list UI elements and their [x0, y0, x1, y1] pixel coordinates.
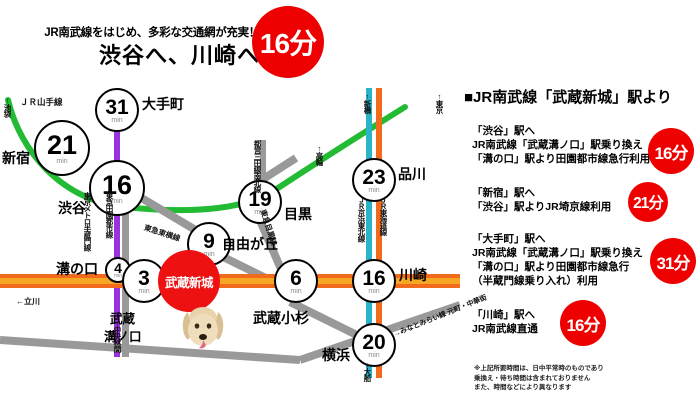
station-label-yokohama: 横浜 — [322, 347, 350, 363]
route-line: 「溝の口」駅より田園都市線急行利用 — [472, 153, 651, 165]
station-kawasaki[interactable]: 16 min — [352, 259, 396, 303]
route-line: 「川崎」駅へ — [472, 309, 535, 321]
direction-label-chuorinkan: ↓中央林間 — [113, 318, 122, 352]
header-time-badge: 16分 — [252, 6, 324, 78]
route-line: 「溝の口」駅より田園都市線急行 — [472, 261, 630, 273]
dog-photo — [182, 307, 224, 349]
station-label-shinjuku: 新宿 — [2, 150, 30, 166]
station-yokohama[interactable]: 20 min — [352, 323, 396, 367]
station-shinagawa[interactable]: 23 min — [352, 158, 396, 202]
keihin-tohoku-line — [366, 88, 372, 378]
home-station-marker: 武蔵新城 — [158, 250, 220, 312]
header-tagline: JR南武線をはじめ、多彩な交通網が充実！ — [44, 27, 260, 39]
station-minutes: 20 — [362, 330, 386, 354]
panel-title: ■JR南武線「武蔵新城」駅より — [464, 89, 672, 106]
station-minutes: 19 — [248, 187, 272, 211]
route-shibuya: 「渋谷」駅へ JR南武線「武蔵溝ノ口」駅乗り換え 「溝の口」駅より田園都市線急行… — [472, 124, 650, 166]
station-unit: min — [368, 186, 380, 194]
route-badge-kawasaki: 16分 — [560, 300, 606, 346]
station-label-meguro: 目黒 — [284, 206, 312, 222]
direction-label-ikebukuro: ↑池袋 — [3, 96, 12, 117]
direction-label-takanawa: ↑高輪 — [315, 144, 324, 165]
route-line: （半蔵門線乗り入れ）利用 — [472, 275, 598, 287]
station-label-otemachi: 大手町 — [142, 96, 184, 112]
station-unit: min — [290, 287, 302, 295]
station-unit: min — [113, 273, 123, 279]
station-musashikosugi[interactable]: 6 min — [274, 259, 318, 303]
station-unit: min — [368, 351, 380, 359]
station-minutes: 23 — [362, 165, 386, 189]
route-badge-shibuya: 16分 — [648, 128, 694, 174]
nambu-line-edge-top — [0, 274, 460, 278]
line-label-mita-namboku: 都営三田線南北線 — [253, 140, 262, 192]
station-minutes: 16 — [101, 169, 133, 200]
route-kawasaki: 「川崎」駅へ JR南武線直通 — [472, 308, 538, 336]
station-minutes: 21 — [46, 129, 78, 160]
station-label-mizonokuchi: 溝の口 — [56, 261, 98, 277]
line-label-denentoshi: 東急田園都市線 — [105, 192, 114, 238]
station-unit: min — [111, 197, 123, 205]
station-minutes: 4 — [114, 260, 122, 276]
station-unit: min — [56, 157, 68, 165]
station-label-shinagawa: 品川 — [398, 166, 426, 182]
header-headline: 渋谷へ、川崎へ — [98, 43, 260, 68]
mita-namboku-line — [260, 140, 266, 182]
station-minutes: 3 — [138, 266, 150, 290]
route-info-panel: ■JR南武線「武蔵新城」駅より 「渋谷」駅へ JR南武線「武蔵溝ノ口」駅乗り換え… — [460, 0, 700, 401]
access-map: JR南武線をはじめ、多彩な交通網が充実！ 渋谷へ、川崎へ 16分 21 min … — [0, 6, 488, 381]
line-label-tokaido: ＪＲ東海道線 — [379, 196, 388, 235]
disclaimer-line: また、時間などにより異なります — [474, 384, 572, 391]
route-line: 「大手町」駅へ — [472, 233, 546, 245]
route-line: 「渋谷」駅へ — [472, 125, 535, 137]
nambu-line-edge-bottom — [0, 284, 460, 288]
disclaimer-note: ※上記所要時間は、日中平常時のものであり 乗換え・待ち時間は含まれておりません … — [474, 364, 604, 393]
disclaimer-line: 乗換え・待ち時間は含まれておりません — [474, 374, 591, 382]
station-unit: min — [203, 250, 215, 258]
station-minutes: 9 — [203, 229, 215, 253]
station-label-musashikosugi: 武蔵小杉 — [253, 310, 309, 326]
direction-label-shimbashi: ↑新橋 — [363, 92, 372, 113]
route-shinjuku: 「新宿」駅へ 「渋谷」駅よりJR埼京線利用 — [472, 186, 611, 214]
station-label-kawasaki: 川崎 — [399, 267, 427, 283]
station-label-musashimizonokuchi-1: 武蔵 — [110, 312, 136, 326]
tokaido-line — [376, 88, 382, 378]
direction-label-tokyo: ↑東京 — [435, 92, 444, 113]
station-shibuya[interactable]: 16 min — [89, 160, 145, 216]
line-label-metro-hanzomon: 東京メトロ半蔵門線 — [83, 192, 92, 251]
station-unit: min — [368, 287, 380, 295]
station-minutes: 6 — [290, 266, 302, 290]
station-otemachi[interactable]: 31 min — [95, 88, 139, 132]
route-line: 「新宿」駅へ — [472, 187, 535, 199]
nambu-line — [0, 278, 460, 284]
station-unit: min — [254, 208, 266, 216]
station-unit: min — [138, 287, 150, 295]
station-shinjuku[interactable]: 21 min — [34, 120, 90, 176]
station-unit: min — [111, 116, 123, 124]
station-minutes: 16 — [362, 266, 386, 290]
route-line: JR南武線「武蔵溝ノ口」駅乗り換え — [472, 247, 643, 259]
station-minutes: 31 — [105, 95, 129, 119]
route-badge-otemachi: 31分 — [650, 238, 696, 284]
route-badge-shinjuku: 21分 — [628, 182, 668, 222]
route-line: JR南武線「武蔵溝ノ口」駅乗り換え — [472, 139, 643, 151]
route-line: JR南武線直通 — [472, 323, 538, 335]
station-label-jiyugaoka: 自由が丘 — [222, 236, 278, 252]
station-meguro[interactable]: 19 min — [238, 180, 282, 224]
disclaimer-line: ※上記所要時間は、日中平常時のものであり — [474, 365, 604, 372]
station-label-musashimizonokuchi-2: 溝ノ口 — [104, 330, 142, 344]
route-line: 「渋谷」駅よりJR埼京線利用 — [472, 201, 612, 213]
denentoshi-line — [114, 95, 120, 357]
direction-label-ofuna: ↓大船 — [363, 360, 372, 381]
line-label-keihin-tohoku: ＪＲ京浜東北線 — [357, 196, 366, 242]
direction-label-tachikawa: ←立川 — [16, 297, 40, 306]
station-label-shibuya: 渋谷 — [58, 200, 86, 216]
line-label-yamanote: ＪＲ山手線 — [20, 97, 63, 107]
route-otemachi: 「大手町」駅へ JR南武線「武蔵溝ノ口」駅乗り換え 「溝の口」駅より田園都市線急… — [472, 232, 643, 288]
